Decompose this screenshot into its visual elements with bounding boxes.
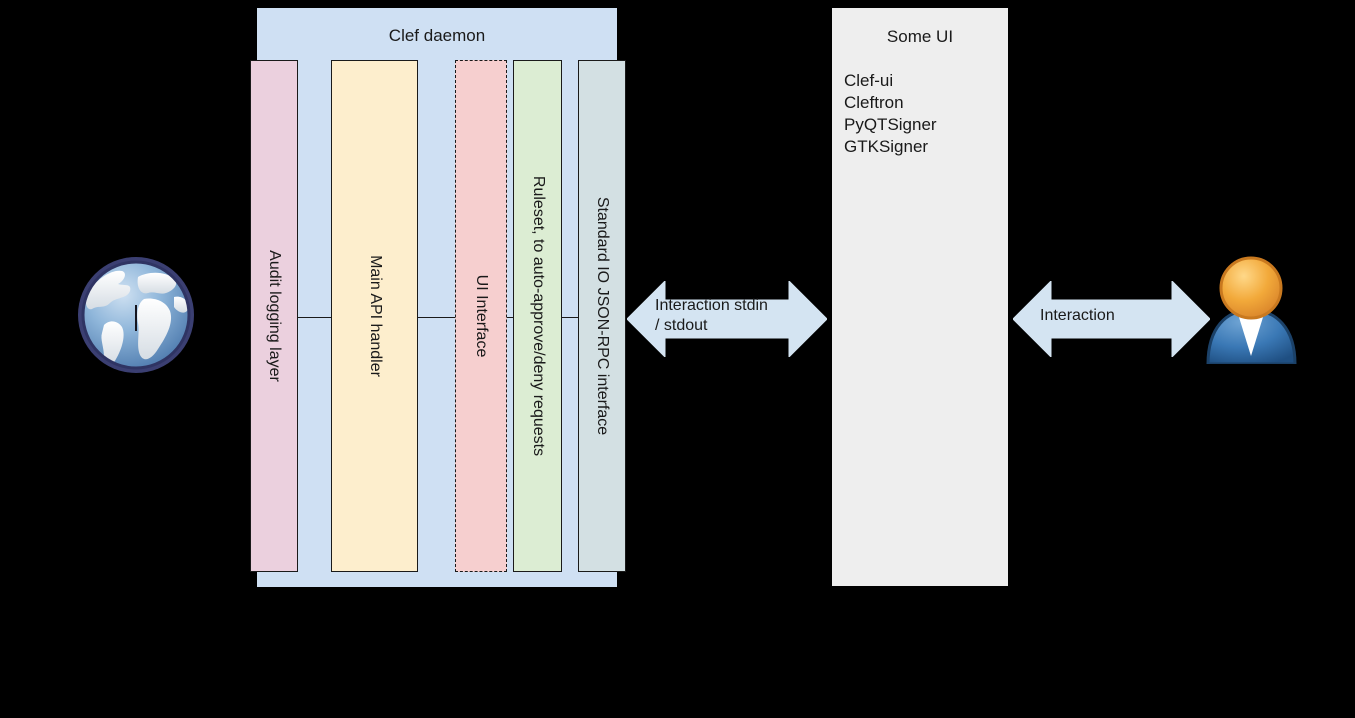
daemon-column-ui-interface[interactable]: UI Interface [455, 60, 507, 572]
daemon-column-standard-io-jsonrpc[interactable]: Standard IO JSON-RPC interface [578, 60, 626, 572]
double-arrow-icon [1013, 281, 1210, 357]
connector-audit-api [297, 317, 332, 318]
list-item: GTKSigner [844, 137, 929, 156]
some-ui-list: Clef-ui Cleftron PyQTSigner GTKSigner [844, 70, 937, 158]
user-double-arrow [1013, 281, 1210, 357]
daemon-column-label-stdio: Standard IO JSON-RPC interface [594, 196, 611, 436]
daemon-column-label-api: Main API handler [366, 255, 384, 377]
connector-api-ui [417, 317, 456, 318]
stdio-arrow-label: Interaction stdin / stdout [655, 297, 768, 334]
daemon-column-label-audit: Audit logging layer [266, 250, 283, 382]
daemon-column-label-ruleset: Ruleset, to auto-approve/deny requests [529, 175, 547, 457]
clef-daemon-title: Clef daemon [388, 26, 486, 45]
stdio-double-arrow [627, 281, 827, 357]
daemon-column-main-api-handler[interactable]: Main API handler [331, 60, 418, 572]
some-ui-title: Some UI [886, 27, 954, 46]
user-arrow-label: Interaction [1040, 307, 1115, 324]
connector-ui-ruleset [506, 317, 514, 318]
user-icon [1206, 256, 1297, 364]
list-item: Clef-ui [844, 71, 894, 90]
connector-ruleset-stdio [561, 317, 579, 318]
daemon-column-audit-logging-layer[interactable]: Audit logging layer [250, 60, 298, 572]
daemon-column-label-ui: UI Interface [473, 274, 490, 358]
globe-icon [78, 257, 194, 373]
list-item: PyQTSigner [844, 115, 937, 134]
some-ui-panel[interactable]: Some UI Clef-ui Cleftron PyQTSigner GTKS… [832, 8, 1008, 586]
clef-daemon-container: Clef daemon [257, 8, 617, 587]
list-item: Cleftron [844, 93, 904, 112]
double-arrow-icon [627, 281, 827, 357]
daemon-column-ruleset[interactable]: Ruleset, to auto-approve/deny requests [513, 60, 562, 572]
